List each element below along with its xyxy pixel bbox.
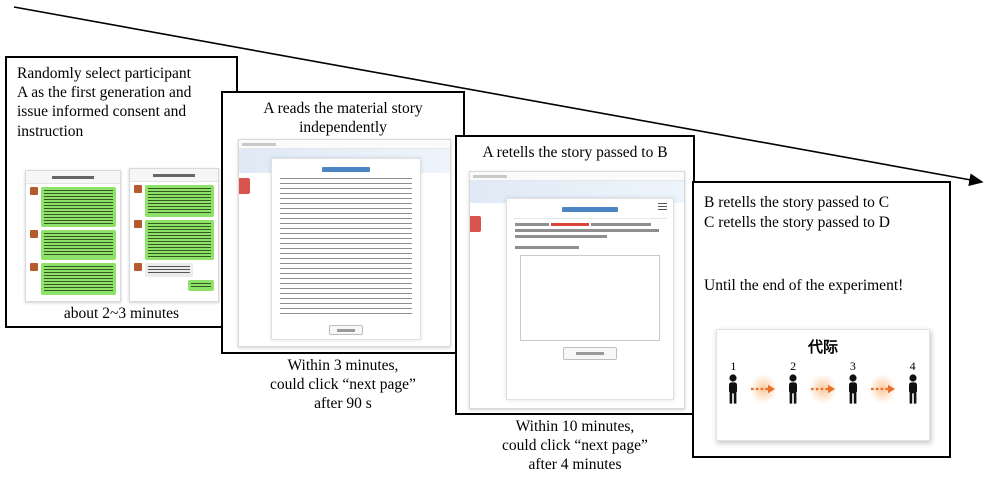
chat-message-row bbox=[130, 260, 218, 277]
next-page-button bbox=[563, 347, 617, 360]
divider bbox=[513, 218, 667, 219]
page-banner bbox=[470, 181, 684, 203]
chat-text-placeholder bbox=[44, 233, 113, 257]
retell-form-screenshot bbox=[469, 171, 685, 409]
url-placeholder bbox=[473, 174, 507, 178]
chat-avatar bbox=[30, 187, 38, 195]
form-prompt bbox=[515, 246, 665, 249]
chat-text-placeholder bbox=[191, 283, 211, 288]
url-placeholder bbox=[242, 142, 276, 146]
form-title-placeholder bbox=[562, 207, 618, 212]
chat-bubble-gray bbox=[145, 263, 193, 277]
menu-icon bbox=[658, 203, 667, 210]
person-icon bbox=[729, 374, 738, 404]
panel-title: A reads the material story independently bbox=[263, 100, 423, 137]
chat-avatar bbox=[134, 263, 142, 271]
generation-row: 1 2 bbox=[717, 359, 929, 404]
generation-number: 2 bbox=[790, 359, 797, 373]
chat-header bbox=[26, 171, 120, 184]
chat-avatar bbox=[134, 220, 142, 228]
chat-bubble bbox=[41, 263, 116, 295]
chat-text-placeholder bbox=[44, 266, 113, 292]
panel-caption: about 2~3 minutes bbox=[63, 305, 180, 322]
panel-title: A retells the story passed to B bbox=[482, 144, 668, 161]
text-placeholder bbox=[515, 235, 607, 238]
answer-textarea bbox=[520, 255, 660, 341]
panel-caption: Within 3 minutes, could click “next page… bbox=[270, 357, 416, 412]
generation-unit: 1 bbox=[717, 359, 750, 404]
reading-sheet bbox=[271, 158, 421, 340]
browser-chrome bbox=[470, 172, 684, 181]
button-label-placeholder bbox=[337, 328, 355, 332]
generation-arrow-icon bbox=[869, 374, 897, 404]
chat-message-row bbox=[26, 227, 120, 260]
panel-note: Until the end of the experiment! bbox=[704, 277, 904, 295]
chat-bubble bbox=[145, 220, 214, 260]
generation-unit: 3 bbox=[837, 359, 870, 404]
chat-message-row bbox=[130, 182, 218, 217]
procedure-panel-reading: A reads the material story independently bbox=[221, 91, 465, 354]
consent-chat-screenshot-left bbox=[25, 170, 121, 302]
generation-arrow-icon bbox=[809, 374, 837, 404]
chat-avatar bbox=[134, 185, 142, 193]
procedure-panel-consent: Randomly select participant A as the fir… bbox=[5, 56, 238, 328]
chat-message-row bbox=[26, 260, 120, 295]
generation-number: 3 bbox=[849, 359, 856, 373]
generation-figure: 代际 1 bbox=[716, 329, 930, 441]
chat-text-placeholder bbox=[148, 266, 190, 274]
generation-number: 4 bbox=[909, 359, 916, 373]
person-icon bbox=[789, 374, 798, 404]
reading-page-screenshot bbox=[238, 139, 451, 347]
text-placeholder bbox=[515, 223, 549, 226]
chat-title-placeholder bbox=[153, 173, 195, 177]
chat-text-placeholder bbox=[148, 188, 211, 214]
text-placeholder bbox=[515, 229, 659, 232]
chat-text-placeholder bbox=[44, 190, 113, 224]
chat-bubble bbox=[188, 280, 214, 291]
form-card bbox=[506, 198, 674, 400]
figure-title: 代际 bbox=[807, 338, 838, 356]
form-instructions bbox=[515, 229, 665, 232]
panel-text-line: C retells the story passed to D bbox=[704, 214, 890, 232]
person-icon bbox=[848, 374, 857, 404]
side-red-tag bbox=[239, 178, 250, 194]
chat-header bbox=[130, 169, 218, 182]
chat-message-row bbox=[130, 217, 218, 260]
chat-text-placeholder bbox=[148, 223, 211, 257]
chat-message-row bbox=[26, 184, 120, 227]
chat-avatar bbox=[30, 263, 38, 271]
person-icon bbox=[908, 374, 917, 404]
text-placeholder bbox=[515, 246, 579, 249]
text-placeholder bbox=[591, 223, 651, 226]
procedure-panel-chain: B retells the story passed to C C retell… bbox=[692, 181, 951, 458]
browser-chrome bbox=[239, 140, 450, 149]
generation-number: 1 bbox=[730, 359, 737, 373]
panel-caption: Within 10 minutes, could click “next pag… bbox=[502, 418, 648, 473]
chat-avatar bbox=[30, 230, 38, 238]
generation-unit: 2 bbox=[777, 359, 810, 404]
chat-bubble bbox=[41, 230, 116, 260]
consent-chat-screenshot-right bbox=[129, 168, 219, 302]
story-text-placeholder bbox=[280, 178, 412, 318]
chat-message-row bbox=[130, 277, 218, 291]
panel-text-line: B retells the story passed to C bbox=[704, 194, 890, 211]
chat-bubble bbox=[41, 187, 116, 227]
page-title-placeholder bbox=[322, 167, 370, 172]
form-instructions bbox=[515, 223, 665, 226]
generation-unit: 4 bbox=[896, 359, 929, 404]
chat-title-placeholder bbox=[52, 175, 94, 179]
panel-title: Randomly select participant A as the fir… bbox=[17, 65, 192, 140]
button-label-placeholder bbox=[576, 352, 604, 355]
red-text-placeholder bbox=[551, 223, 589, 226]
generation-arrow-icon bbox=[749, 374, 777, 404]
chat-bubble bbox=[145, 185, 214, 217]
side-red-tag bbox=[470, 216, 481, 232]
next-page-button bbox=[329, 325, 363, 335]
procedure-panel-retell: A retells the story passed to B bbox=[455, 135, 695, 415]
form-instructions bbox=[515, 235, 665, 238]
